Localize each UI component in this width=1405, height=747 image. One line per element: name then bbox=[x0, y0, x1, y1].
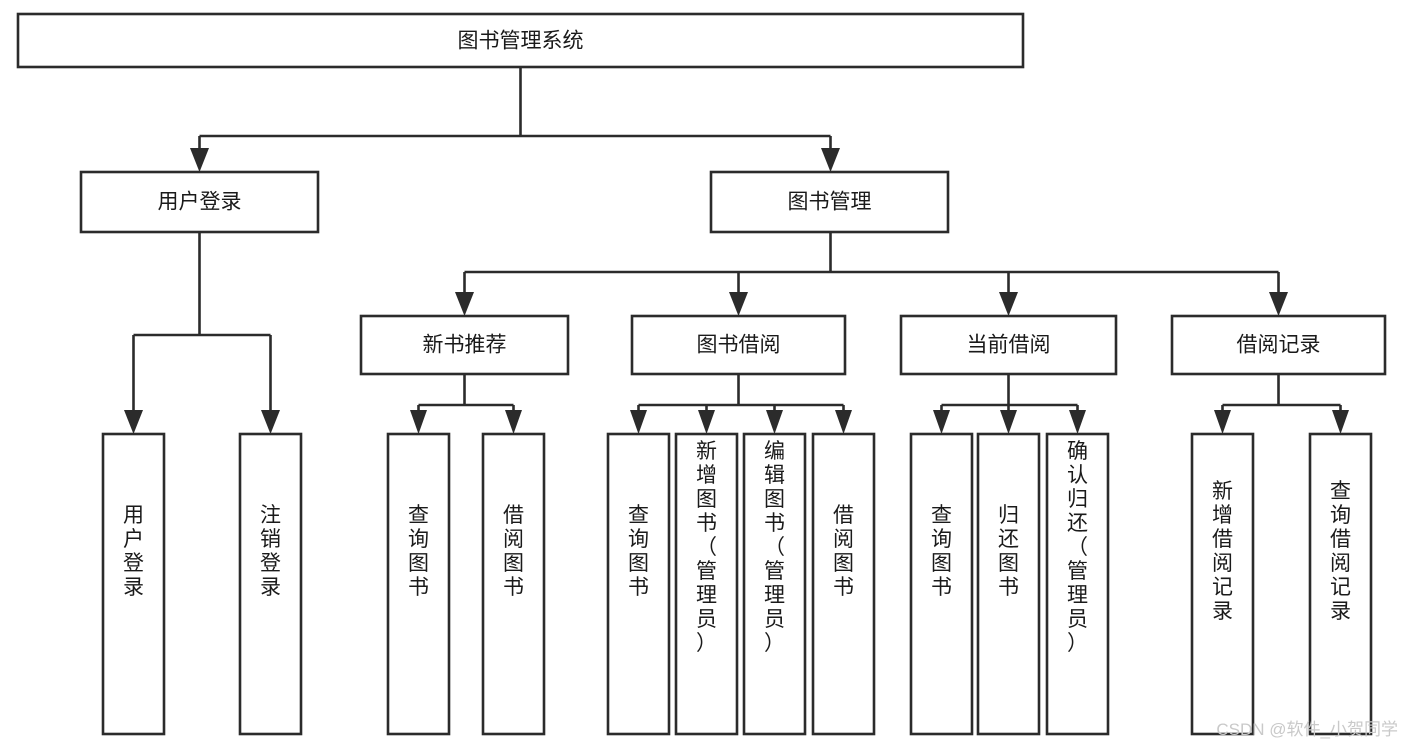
leaf-user-login-box[interactable] bbox=[101, 432, 166, 736]
node-leaf-borrow-book-2[interactable]: 借阅图书 bbox=[811, 432, 876, 736]
book-management-box[interactable] bbox=[709, 170, 950, 234]
arrow-to-book-management bbox=[821, 148, 840, 172]
arrow-to-book-borrow bbox=[729, 292, 748, 316]
node-leaf-confirm-return[interactable]: 确认归还（管理员） bbox=[1045, 432, 1110, 736]
borrow-record-box[interactable] bbox=[1170, 314, 1387, 376]
node-current-borrow[interactable]: 当前借阅 bbox=[899, 314, 1118, 376]
new-book-recommend-label: 新书推荐 bbox=[423, 334, 507, 357]
arrow-to-new-book-recommend bbox=[455, 292, 474, 316]
leaf-logout-box[interactable] bbox=[238, 432, 303, 736]
leaf-query-book-3-box[interactable] bbox=[909, 432, 974, 736]
node-leaf-logout[interactable]: 注销登录 bbox=[238, 432, 303, 736]
node-borrow-record[interactable]: 借阅记录 bbox=[1170, 314, 1387, 376]
new-book-recommend-box[interactable] bbox=[359, 314, 570, 376]
arrow-to-leaf-confirm-return bbox=[1069, 410, 1086, 434]
leaf-query-book-1-label: 查询图书 bbox=[408, 504, 429, 599]
node-leaf-add-record[interactable]: 新增借阅记录 bbox=[1190, 432, 1255, 736]
arrow-to-leaf-logout bbox=[261, 410, 280, 434]
leaf-edit-book-label: 编辑图书（管理员） bbox=[764, 440, 785, 655]
node-leaf-query-book-1[interactable]: 查询图书 bbox=[386, 432, 451, 736]
arrow-to-leaf-query-book-2 bbox=[630, 410, 647, 434]
arrow-to-leaf-borrow-book-1 bbox=[505, 410, 522, 434]
arrow-to-leaf-add-book bbox=[698, 410, 715, 434]
node-leaf-borrow-book-1[interactable]: 借阅图书 bbox=[481, 432, 546, 736]
leaf-query-book-3-label: 查询图书 bbox=[931, 504, 952, 599]
current-borrow-box[interactable] bbox=[899, 314, 1118, 376]
leaf-query-record-box[interactable] bbox=[1308, 432, 1373, 736]
root-box[interactable] bbox=[16, 12, 1025, 69]
book-management-label: 图书管理 bbox=[788, 191, 872, 214]
node-root[interactable]: 图书管理系统 bbox=[16, 12, 1025, 69]
leaf-add-record-box[interactable] bbox=[1190, 432, 1255, 736]
node-leaf-return-book[interactable]: 归还图书 bbox=[976, 432, 1041, 736]
node-leaf-query-book-2[interactable]: 查询图书 bbox=[606, 432, 671, 736]
leaf-add-book-label: 新增图书（管理员） bbox=[696, 440, 717, 655]
arrow-to-leaf-query-book-1 bbox=[410, 410, 427, 434]
book-borrow-box[interactable] bbox=[630, 314, 847, 376]
leaf-borrow-book-2-label: 借阅图书 bbox=[833, 504, 854, 599]
leaf-user-login-label: 用户登录 bbox=[123, 504, 144, 599]
leaf-borrow-book-1-box[interactable] bbox=[481, 432, 546, 736]
csdn-watermark: CSDN @软件_小贺同学 bbox=[1216, 720, 1398, 739]
node-leaf-query-book-3[interactable]: 查询图书 bbox=[909, 432, 974, 736]
node-leaf-query-record[interactable]: 查询借阅记录 bbox=[1308, 432, 1373, 736]
leaf-borrow-book-1-label: 借阅图书 bbox=[503, 504, 524, 599]
node-leaf-edit-book[interactable]: 编辑图书（管理员） bbox=[742, 432, 807, 736]
arrow-to-leaf-user-login bbox=[124, 410, 143, 434]
leaf-borrow-book-2-box[interactable] bbox=[811, 432, 876, 736]
leaf-query-book-1-box[interactable] bbox=[386, 432, 451, 736]
leaf-add-book-box[interactable] bbox=[674, 432, 739, 736]
leaf-return-book-label: 归还图书 bbox=[998, 504, 1019, 599]
node-book-borrow[interactable]: 图书借阅 bbox=[630, 314, 847, 376]
arrow-to-leaf-return-book bbox=[1000, 410, 1017, 434]
arrow-to-leaf-query-book-3 bbox=[933, 410, 950, 434]
leaf-edit-book-box[interactable] bbox=[742, 432, 807, 736]
borrow-record-label: 借阅记录 bbox=[1237, 334, 1321, 357]
user-login-label: 用户登录 bbox=[158, 191, 242, 214]
node-book-management[interactable]: 图书管理 bbox=[709, 170, 950, 234]
arrow-to-leaf-query-record bbox=[1332, 410, 1349, 434]
book-borrow-label: 图书借阅 bbox=[697, 334, 781, 357]
node-new-book-recommend[interactable]: 新书推荐 bbox=[359, 314, 570, 376]
root-label: 图书管理系统 bbox=[458, 30, 584, 53]
connector-layer bbox=[124, 67, 1349, 434]
arrow-to-current-borrow bbox=[999, 292, 1018, 316]
leaf-query-record-label: 查询借阅记录 bbox=[1330, 480, 1351, 623]
leaf-query-book-2-label: 查询图书 bbox=[628, 504, 649, 599]
current-borrow-label: 当前借阅 bbox=[967, 334, 1051, 357]
arrow-to-borrow-record bbox=[1269, 292, 1288, 316]
arrow-to-leaf-add-record bbox=[1214, 410, 1231, 434]
node-leaf-user-login[interactable]: 用户登录 bbox=[101, 432, 166, 736]
arrow-to-leaf-edit-book bbox=[766, 410, 783, 434]
arrow-to-leaf-borrow-book-2 bbox=[835, 410, 852, 434]
leaf-confirm-return-box[interactable] bbox=[1045, 432, 1110, 736]
user-login-box[interactable] bbox=[79, 170, 320, 234]
leaf-confirm-return-label: 确认归还（管理员） bbox=[1067, 440, 1088, 655]
arrow-to-user-login bbox=[190, 148, 209, 172]
node-leaf-add-book[interactable]: 新增图书（管理员） bbox=[674, 432, 739, 736]
leaf-return-book-box[interactable] bbox=[976, 432, 1041, 736]
node-user-login[interactable]: 用户登录 bbox=[79, 170, 320, 234]
leaf-logout-label: 注销登录 bbox=[260, 504, 281, 599]
leaf-query-book-2-box[interactable] bbox=[606, 432, 671, 736]
leaf-add-record-label: 新增借阅记录 bbox=[1212, 480, 1233, 623]
